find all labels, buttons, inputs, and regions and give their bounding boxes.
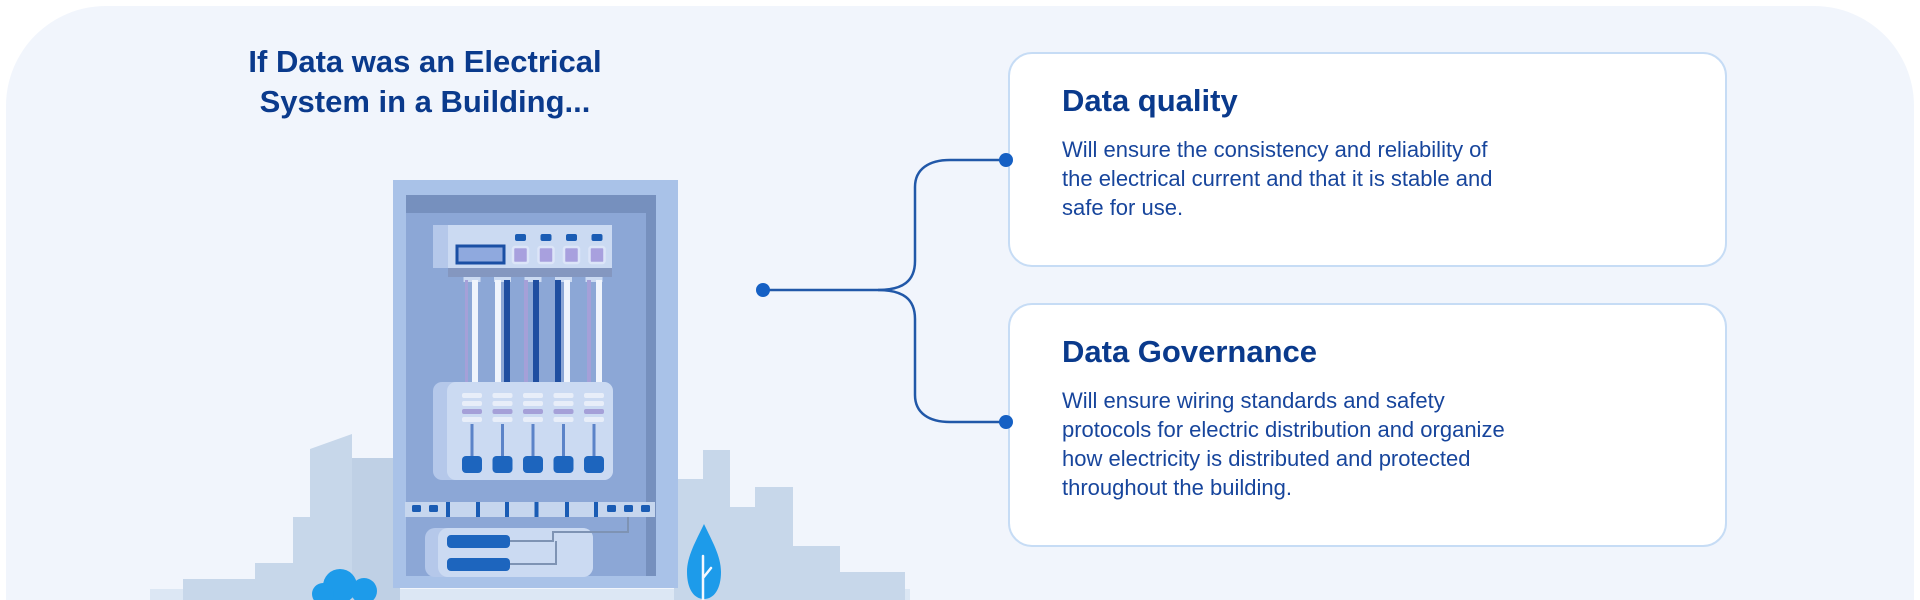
card-body-line: Will ensure the consistency and reliabil… <box>1062 137 1488 162</box>
card-heading: Data Governance <box>1062 334 1317 369</box>
card-heading: Data quality <box>1062 83 1238 118</box>
card-body-line: protocols for electric distribution and … <box>1062 417 1505 442</box>
card-body-line: safe for use. <box>1062 195 1184 220</box>
card-data-governance: Data Governance Will ensure wiring stand… <box>1008 303 1727 547</box>
card-body-line: how electricity is distributed and prote… <box>1062 446 1471 471</box>
card-data-quality: Data quality Will ensure the consistency… <box>1008 52 1727 267</box>
title-line-2: System in a Building... <box>259 84 591 119</box>
card-body-line: throughout the building. <box>1062 475 1292 500</box>
title-line-1: If Data was an Electrical <box>248 44 602 79</box>
card-body-line: Will ensure wiring standards and safety <box>1062 388 1445 413</box>
main-title: If Data was an Electrical System in a Bu… <box>125 42 725 122</box>
card-body-line: the electrical current and that it is st… <box>1062 166 1493 191</box>
